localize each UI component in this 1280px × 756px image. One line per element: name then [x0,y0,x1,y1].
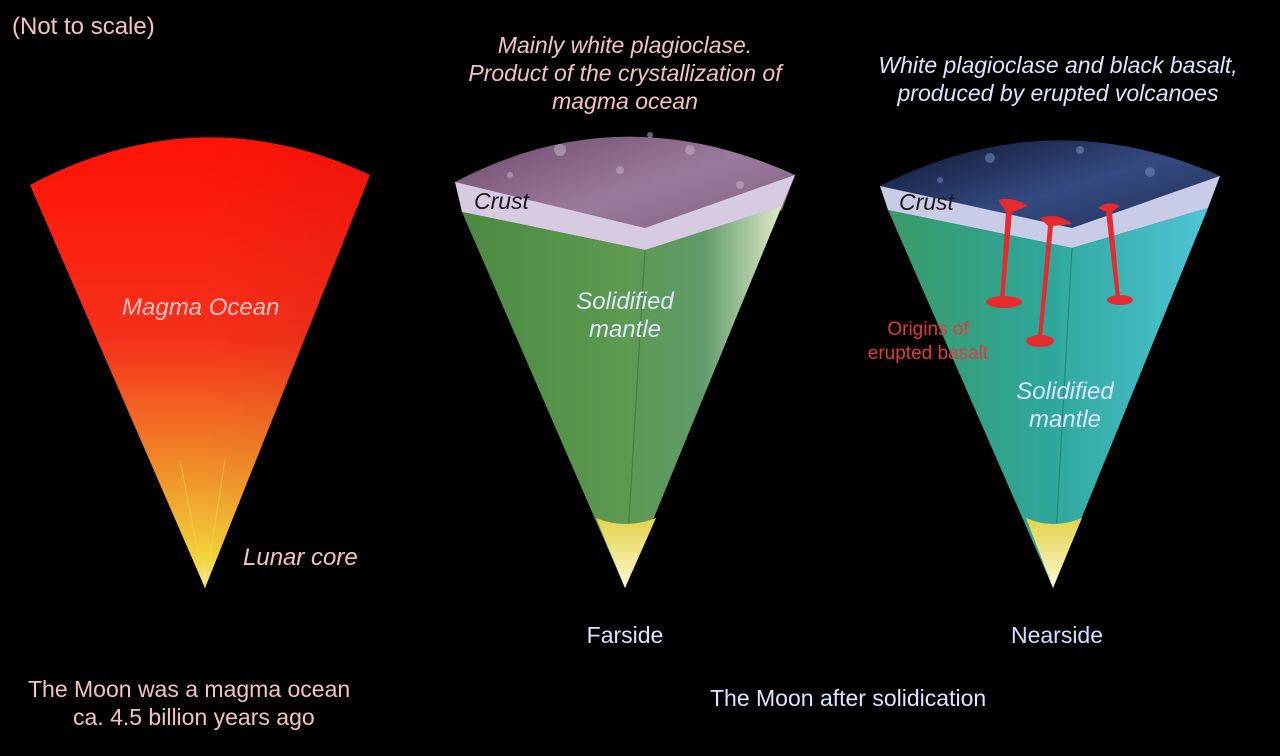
farside-mantle-line2: mantle [588,316,662,343]
farside-mantle-line1: Solidified [576,288,674,315]
farside-desc-line3: magma ocean [552,88,698,114]
farside-desc-line1: Mainly white plagioclase. [497,32,753,58]
farside-label: Farside [586,622,664,648]
magma-ocean-label: Magma Ocean [122,294,280,321]
nearside-mantle-line2: mantle [1028,406,1102,433]
left-caption-line2: ca. 4.5 billion years ago [73,704,315,730]
farside-wedge [455,132,795,589]
left-caption-line1: The Moon was a magma ocean [28,676,351,702]
farside-desc-line2: Product of the crystallization of [468,60,782,86]
farside-mantle [462,206,782,588]
basalt-conduits [986,198,1133,347]
farside-crust [455,175,795,250]
scale-note: (Not to scale) [12,13,155,40]
basalt-origin-line2: erupted basalt [867,343,989,364]
lunar-core-label: Lunar core [243,544,358,571]
farside-crust-label: Crust [474,188,529,214]
bottom-caption: The Moon after solidication [710,685,987,711]
basalt-origin-line1: Origins of [887,319,969,340]
nearside-wedge [880,140,1220,589]
nearside-desc-line2: produced by erupted volcanoes [897,80,1219,106]
farside-core [596,518,656,588]
nearside-mantle-line1: Solidified [1016,378,1114,405]
nearside-core [1026,518,1082,588]
nearside-crust-label: Crust [899,189,954,215]
nearside-label: Nearside [1010,622,1104,648]
magma-wedge [30,132,370,589]
nearside-desc-line1: White plagioclase and black basalt, [878,52,1238,78]
